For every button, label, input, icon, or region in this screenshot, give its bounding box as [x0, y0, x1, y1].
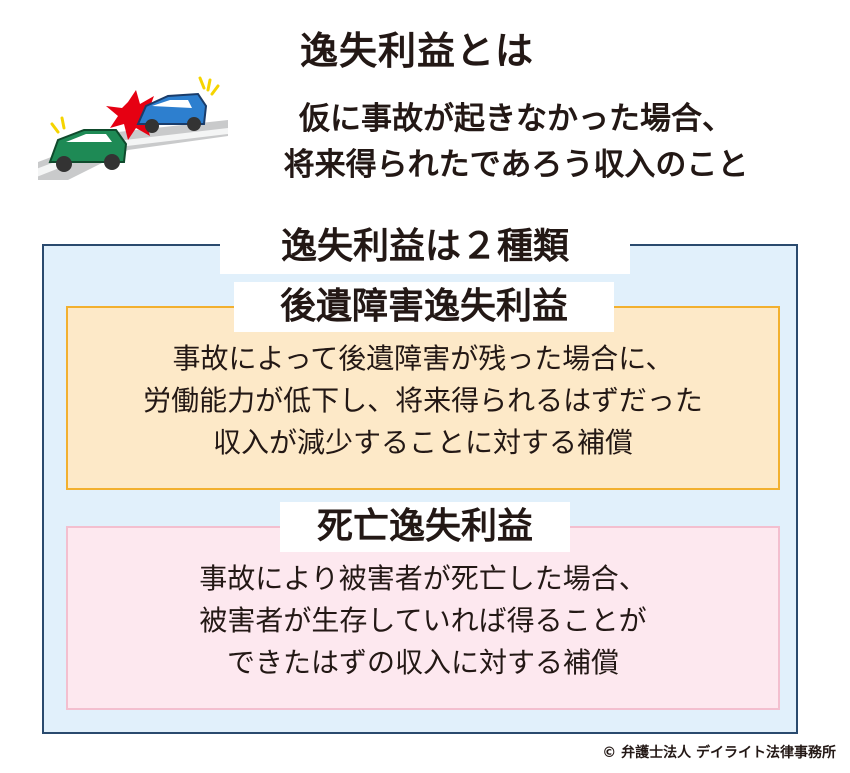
description-line: 収入が減少することに対する補償	[212, 426, 633, 459]
after-effect-loss-description: 事故によって後遺障害が残った場合に、 労働能力が低下し、将来得られるはずだった …	[68, 338, 778, 464]
description-line: 被害者が生存していれば得ることが	[199, 604, 647, 637]
after-effect-loss-card: 事故によって後遺障害が残った場合に、 労働能力が低下し、将来得られるはずだった …	[66, 306, 780, 490]
description-line: 事故によって後遺障害が残った場合に、	[172, 342, 674, 375]
death-loss-card: 事故により被害者が死亡した場合、 被害者が生存していれば得ることが できたはずの…	[66, 526, 780, 710]
description-line: 事故により被害者が死亡した場合、	[199, 562, 647, 595]
death-loss-title: 死亡逸失利益	[280, 502, 570, 552]
definition-text: 仮に事故が起きなかった場合、 将来得られたであろう収入のこと	[216, 96, 816, 188]
definition-line: 将来得られたであろう収入のこと	[283, 147, 749, 183]
copyright-notice: © 弁護士法人 デイライト法律事務所	[602, 745, 836, 761]
types-heading: 逸失利益は２種類	[220, 220, 630, 274]
definition-line: 仮に事故が起きなかった場合、	[299, 101, 733, 137]
car-collision-icon	[28, 76, 228, 180]
description-line: 労働能力が低下し、将来得られるはずだった	[143, 384, 703, 417]
after-effect-loss-title: 後遺障害逸失利益	[234, 282, 614, 332]
page-title: 逸失利益とは	[300, 29, 535, 73]
death-loss-description: 事故により被害者が死亡した場合、 被害者が生存していれば得ることが できたはずの…	[68, 558, 778, 684]
description-line: できたはずの収入に対する補償	[226, 646, 619, 679]
